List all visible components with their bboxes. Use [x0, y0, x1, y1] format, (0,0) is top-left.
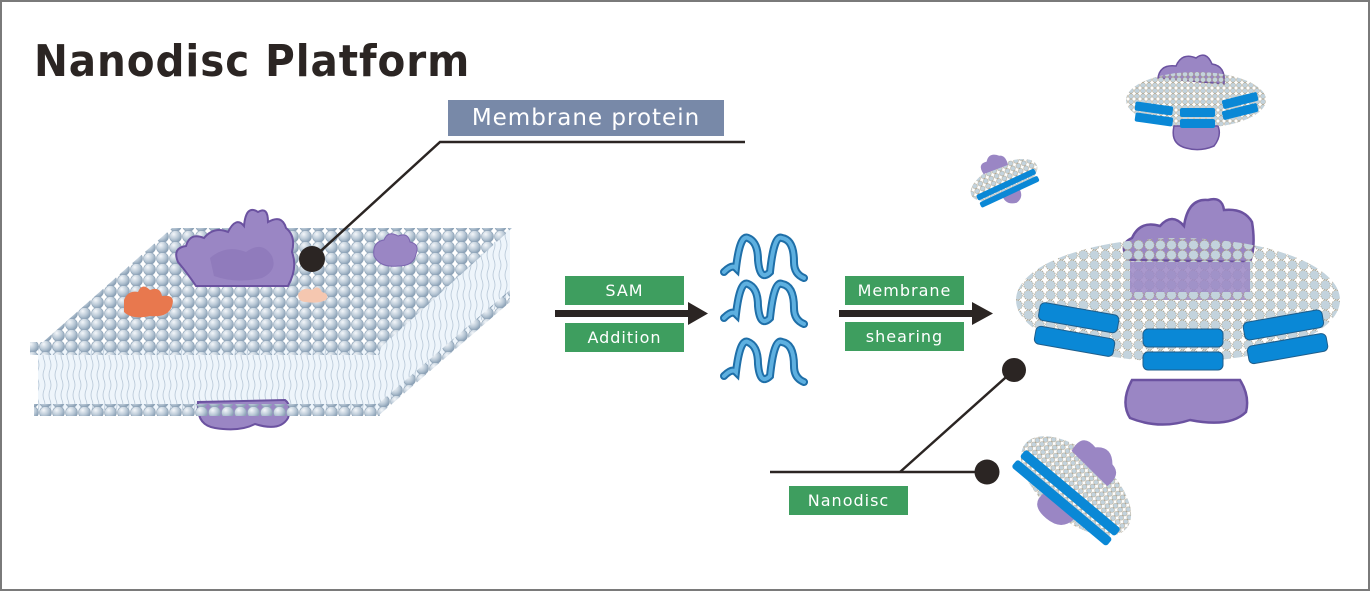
arrowhead: [972, 302, 993, 325]
nanodisc-small: [970, 154, 1040, 208]
lipid-bilayer-membrane: [30, 208, 512, 431]
sam-polymer-chains: [720, 233, 808, 386]
nanodisc-top: [1126, 54, 1266, 151]
bottom-lipid-heads: [34, 404, 380, 416]
callout-dot: [1002, 358, 1026, 382]
bilayer-front-tails: [38, 348, 378, 410]
arrow-sam-addition: [555, 302, 708, 325]
nanodisc-label: Nanodisc: [789, 486, 908, 515]
polymer-chain: [720, 279, 808, 328]
addition-label: Addition: [565, 323, 684, 352]
polymer-chain: [720, 337, 808, 386]
membrane-protein-callout: [299, 140, 745, 272]
msp-scaffold-belts: [1033, 302, 1329, 371]
shearing-label: shearing: [845, 322, 964, 351]
membrane-protein-label: Membrane protein: [448, 100, 724, 136]
callout-line: [899, 369, 1015, 473]
nanodisc-large: [1016, 197, 1340, 426]
orange-protein: [124, 286, 173, 318]
arrow-membrane-shearing: [839, 302, 993, 325]
page-title: Nanodisc Platform: [34, 36, 471, 87]
front-lipid-heads: [30, 342, 380, 355]
polymer-chain: [720, 233, 808, 282]
nanodisc-callout: [770, 358, 1026, 485]
arrowhead: [688, 302, 708, 325]
callout-dot: [974, 459, 1000, 485]
membrane-protein-small: [373, 233, 418, 267]
callout-dot: [299, 246, 325, 272]
nanodisc-protein-bottom: [1124, 378, 1249, 426]
nanodisc-bottom: [1012, 436, 1132, 546]
peach-protein: [298, 287, 328, 303]
callout-line: [311, 140, 745, 260]
membrane-label: Membrane: [845, 276, 964, 305]
sam-label: SAM: [565, 276, 684, 305]
